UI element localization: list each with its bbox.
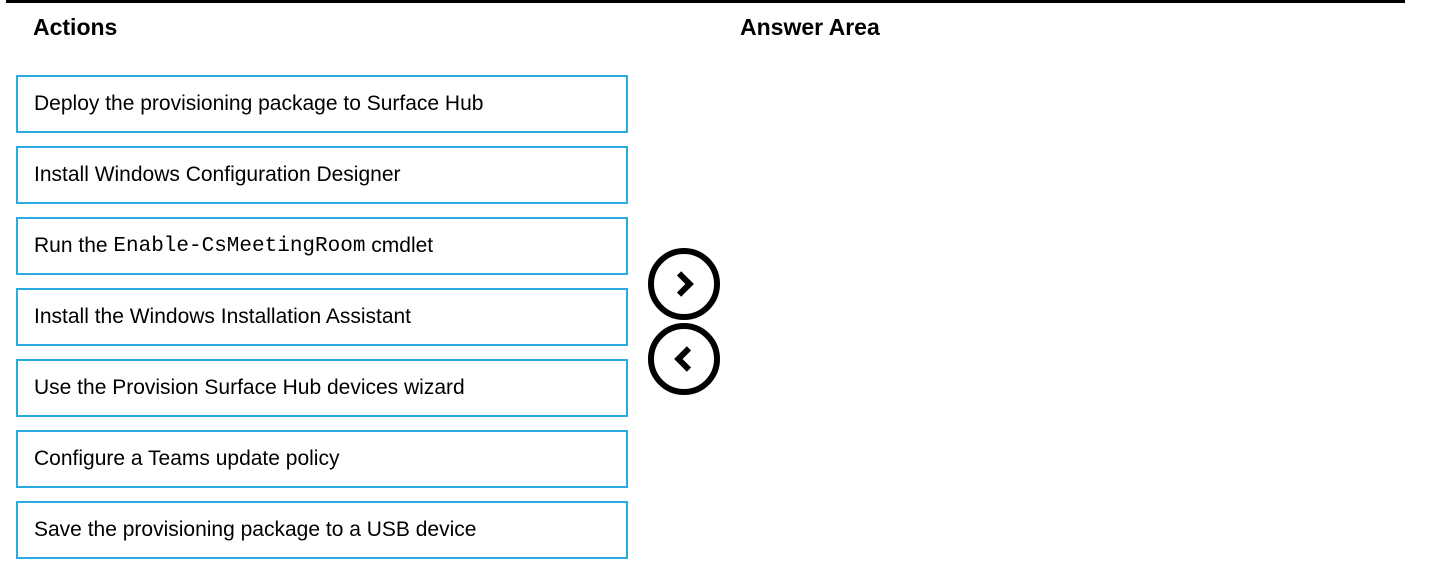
action-item-text: Install Windows Configuration Designer [34, 163, 401, 186]
action-item[interactable]: Deploy the provisioning package to Surfa… [16, 75, 628, 133]
action-item[interactable]: Run the Enable-CsMeetingRoom cmdlet [16, 217, 628, 275]
answer-area-dropzone[interactable] [740, 60, 1430, 565]
chevron-left-icon [667, 342, 701, 376]
action-item-text: Configure a Teams update policy [34, 447, 340, 470]
action-item[interactable]: Use the Provision Surface Hub devices wi… [16, 359, 628, 417]
action-item[interactable]: Install the Windows Installation Assista… [16, 288, 628, 346]
action-item[interactable]: Install Windows Configuration Designer [16, 146, 628, 204]
action-item[interactable]: Configure a Teams update policy [16, 430, 628, 488]
top-border-line [6, 0, 1405, 3]
action-item-text-suffix: cmdlet [365, 234, 434, 257]
actions-column-title: Actions [33, 14, 118, 40]
move-left-button[interactable] [648, 323, 720, 395]
move-right-button[interactable] [648, 248, 720, 320]
action-item[interactable]: Save the provisioning package to a USB d… [16, 501, 628, 559]
answer-area-title: Answer Area [740, 14, 880, 40]
action-item-text: Run the [34, 234, 114, 257]
action-item-code: Enable-CsMeetingRoom [113, 234, 366, 258]
move-controls [648, 248, 720, 395]
action-item-text: Use the Provision Surface Hub devices wi… [34, 376, 465, 399]
actions-list: Deploy the provisioning package to Surfa… [16, 75, 628, 559]
action-item-text: Deploy the provisioning package to Surfa… [34, 92, 484, 115]
chevron-right-icon [667, 267, 701, 301]
action-item-text: Save the provisioning package to a USB d… [34, 518, 477, 541]
action-item-text: Install the Windows Installation Assista… [34, 305, 412, 328]
